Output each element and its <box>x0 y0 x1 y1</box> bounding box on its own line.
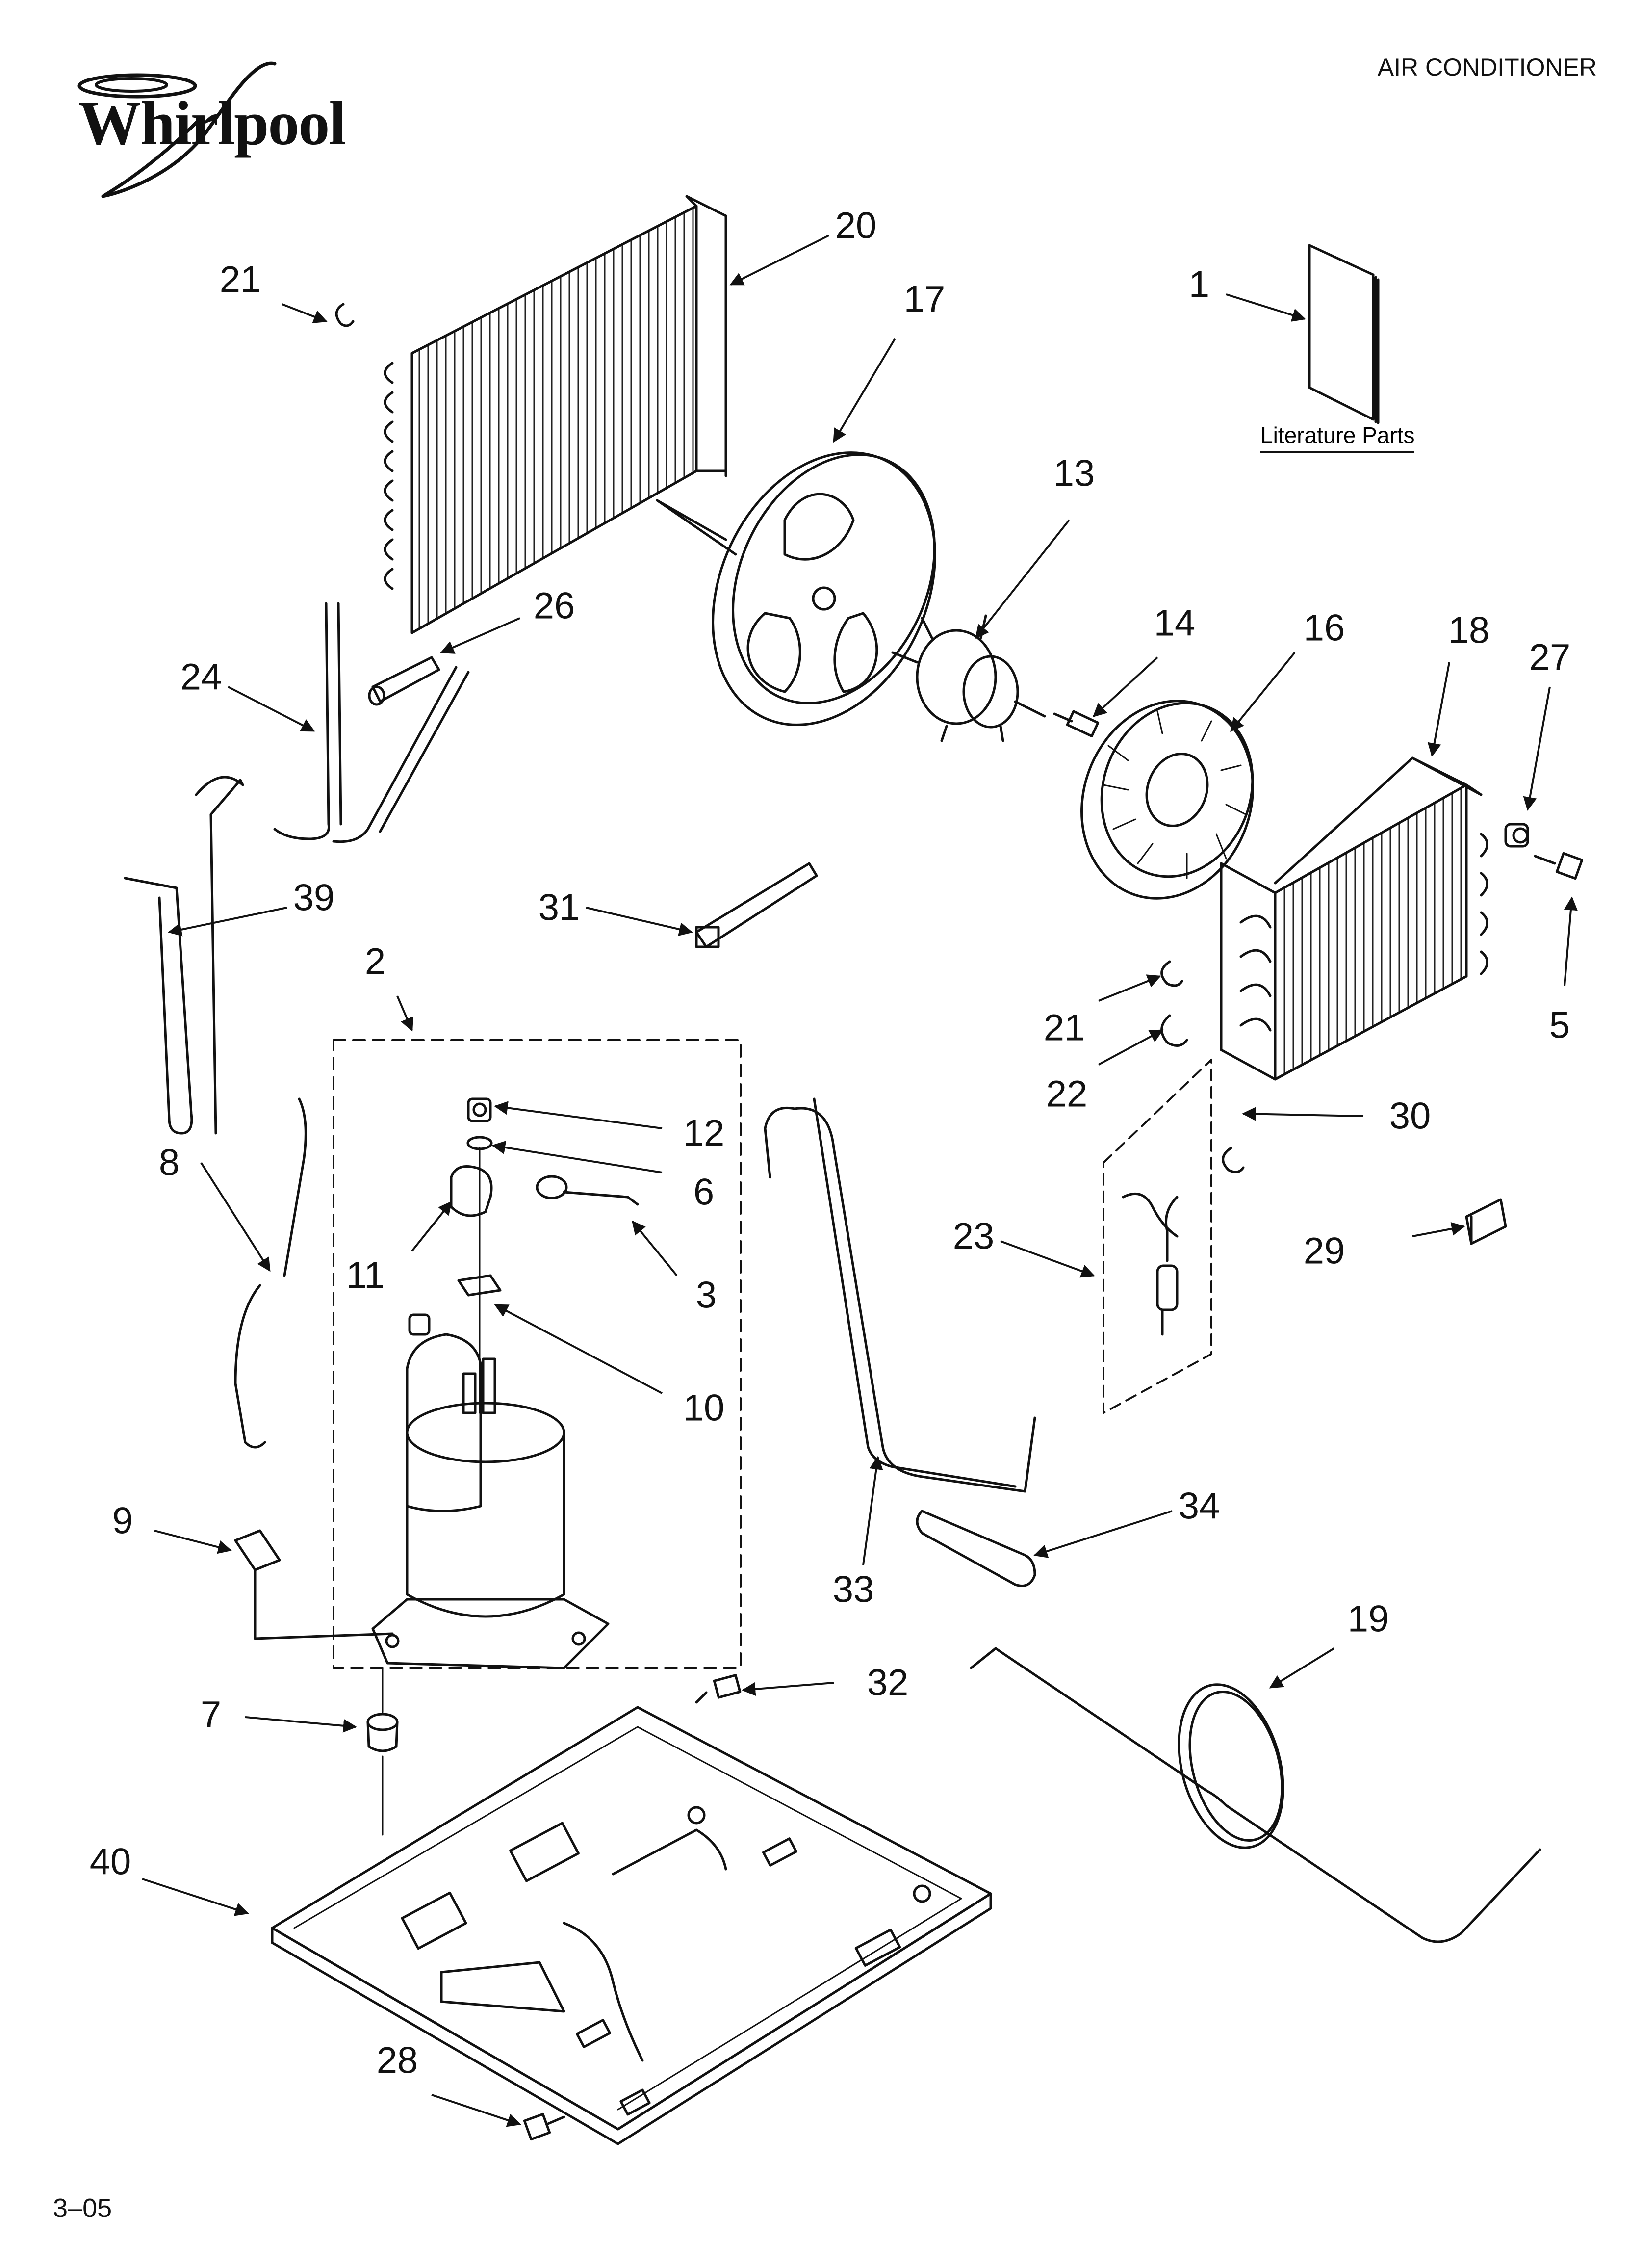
callout-31: 31 <box>538 886 580 929</box>
callout-1: 1 <box>1188 263 1210 306</box>
bracket-29 <box>1465 1198 1507 1245</box>
tube-33 <box>764 1097 1036 1493</box>
grommet-7 <box>366 1667 399 1836</box>
access-valve-26 <box>368 656 440 706</box>
whirlpool-swirl-icon <box>77 61 277 198</box>
footer-code: 3–05 <box>53 2193 112 2223</box>
callout-39: 39 <box>293 877 335 919</box>
screw-14 <box>1053 710 1100 737</box>
callout-16: 16 <box>1303 607 1345 649</box>
base-pan-40 <box>271 1706 992 2145</box>
clip-21-right <box>1160 960 1183 987</box>
blower-wheel <box>1080 700 1254 900</box>
callout-29: 29 <box>1303 1230 1345 1272</box>
insulation-sleeve-34 <box>916 1510 1036 1587</box>
callout-13: 13 <box>1053 452 1095 495</box>
grommet-27 <box>1504 823 1529 848</box>
callout-21-top: 21 <box>219 259 261 301</box>
callout-11: 11 <box>346 1254 385 1297</box>
callout-22: 22 <box>1046 1073 1088 1115</box>
callout-6: 6 <box>693 1171 715 1213</box>
callout-9: 9 <box>112 1500 133 1542</box>
callout-40: 40 <box>89 1841 131 1883</box>
literature-parts-label: Literature Parts <box>1260 422 1415 453</box>
callout-30: 30 <box>1389 1095 1431 1137</box>
drain-tube-group <box>1103 1059 1212 1414</box>
overload-3 <box>536 1175 639 1206</box>
callout-14: 14 <box>1154 602 1196 644</box>
compressor <box>371 1313 610 1669</box>
nut-12 <box>467 1097 492 1122</box>
screw-5 <box>1534 852 1584 880</box>
screw-28 <box>523 2112 565 2141</box>
bracket-9 <box>234 1529 394 1640</box>
discharge-tube-39 <box>124 776 244 1135</box>
literature-book <box>1308 244 1380 424</box>
page-title: AIR CONDITIONER <box>1377 53 1597 81</box>
callout-27: 27 <box>1529 636 1571 678</box>
callout-20: 20 <box>835 205 877 247</box>
callout-17: 17 <box>903 278 946 320</box>
callout-5: 5 <box>1549 1004 1570 1046</box>
callout-12: 12 <box>683 1112 725 1154</box>
condenser-coil <box>384 195 737 634</box>
callout-33: 33 <box>832 1568 874 1611</box>
compressor-group-box <box>333 1039 742 1669</box>
callout-34: 34 <box>1178 1485 1220 1527</box>
callout-7: 7 <box>200 1694 222 1736</box>
screw-32 <box>695 1674 742 1704</box>
callout-18: 18 <box>1448 609 1490 652</box>
callout-2: 2 <box>364 940 386 983</box>
callout-24: 24 <box>180 656 222 698</box>
cable-tie-31 <box>695 862 818 948</box>
whirlpool-logo: Whirlpool <box>78 88 346 158</box>
callout-8: 8 <box>158 1142 180 1184</box>
callout-26: 26 <box>533 585 575 627</box>
callout-32: 32 <box>867 1662 909 1704</box>
terminal-cover-11 <box>450 1165 493 1217</box>
callout-3: 3 <box>695 1274 717 1316</box>
callout-10: 10 <box>683 1387 725 1429</box>
wire-harness-8 <box>234 1097 307 1449</box>
evaporator-coil <box>1220 756 1488 1081</box>
clip-30 <box>1222 1147 1245 1173</box>
clip-21-top <box>335 303 355 327</box>
clip-22 <box>1160 1014 1188 1047</box>
suction-tube-24 <box>273 602 470 843</box>
callout-21-right: 21 <box>1043 1007 1085 1049</box>
callout-23: 23 <box>952 1215 995 1257</box>
washer-6 <box>466 1136 493 1150</box>
callout-19: 19 <box>1347 1598 1389 1640</box>
condenser-fan-blade <box>656 451 936 726</box>
capillary-tube-19 <box>970 1647 1541 1943</box>
callout-28: 28 <box>376 2039 418 2082</box>
